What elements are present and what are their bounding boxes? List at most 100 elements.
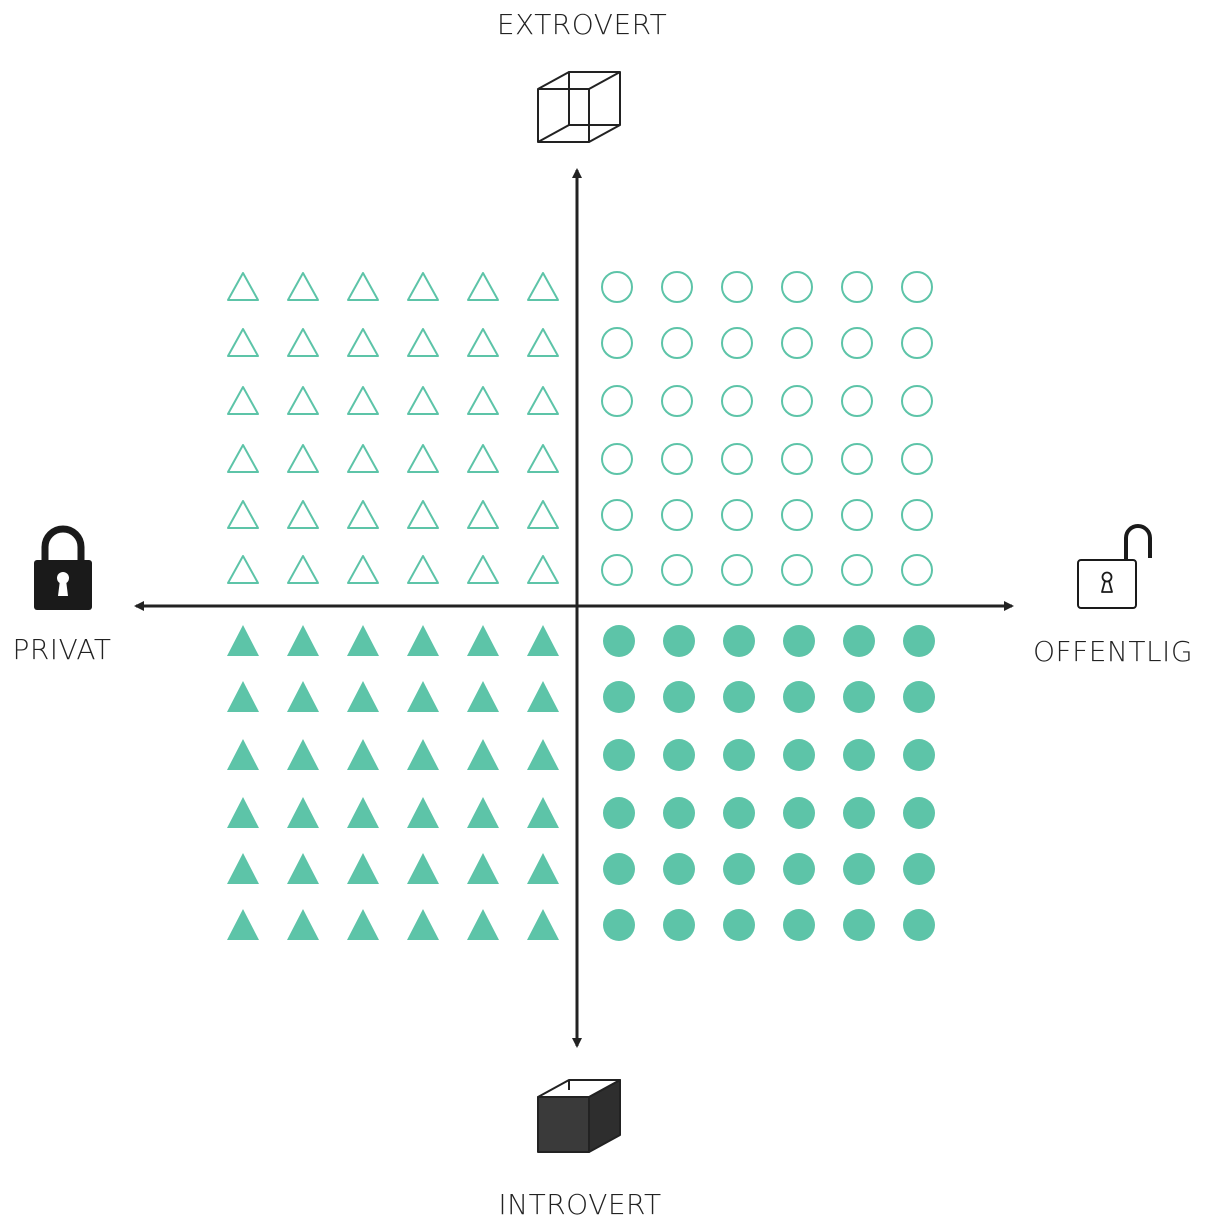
outline-triangle-icon xyxy=(527,555,559,584)
filled-triangle-icon xyxy=(527,625,559,656)
filled-triangle-icon xyxy=(467,797,499,828)
filled-circle-icon xyxy=(903,909,935,941)
filled-circle-icon xyxy=(843,797,875,829)
filled-circle-icon xyxy=(663,625,695,657)
filled-circle-icon xyxy=(903,739,935,771)
label-introvert: INTROVERT xyxy=(498,1188,661,1221)
filled-triangle-icon xyxy=(527,909,559,940)
outline-circle-icon xyxy=(661,499,693,531)
offentlig-extrovert-quadrant xyxy=(601,271,933,586)
outline-circle-icon xyxy=(841,385,873,417)
outline-circle-icon xyxy=(841,554,873,586)
outline-triangle-icon xyxy=(527,328,559,357)
filled-triangle-icon xyxy=(347,625,379,656)
filled-circle-icon xyxy=(903,681,935,713)
outline-triangle-icon xyxy=(227,272,259,301)
outline-circle-icon xyxy=(721,327,753,359)
filled-triangle-icon xyxy=(287,909,319,940)
filled-triangle-icon xyxy=(347,739,379,770)
filled-circle-icon xyxy=(663,853,695,885)
filled-circle-icon xyxy=(843,625,875,657)
open-padlock-icon xyxy=(1077,524,1152,609)
outline-triangle-icon xyxy=(467,386,499,415)
outline-circle-icon xyxy=(781,271,813,303)
outline-triangle-icon xyxy=(467,328,499,357)
filled-triangle-icon xyxy=(227,681,259,712)
outline-triangle-icon xyxy=(227,555,259,584)
outline-triangle-icon xyxy=(287,555,319,584)
outline-circle-icon xyxy=(901,443,933,475)
outline-circle-icon xyxy=(601,554,633,586)
filled-circle-icon xyxy=(723,739,755,771)
outline-triangle-icon xyxy=(287,272,319,301)
outline-triangle-icon xyxy=(347,272,379,301)
outline-circle-icon xyxy=(721,385,753,417)
filled-triangle-icon xyxy=(527,739,559,770)
filled-circle-icon xyxy=(843,853,875,885)
filled-triangle-icon xyxy=(347,681,379,712)
outline-triangle-icon xyxy=(227,328,259,357)
privat-introvert-quadrant xyxy=(227,625,559,940)
outline-circle-icon xyxy=(781,499,813,531)
filled-triangle-icon xyxy=(527,797,559,828)
filled-triangle-icon xyxy=(227,625,259,656)
filled-circle-icon xyxy=(843,909,875,941)
filled-triangle-icon xyxy=(407,853,439,884)
outline-triangle-icon xyxy=(227,386,259,415)
outline-triangle-icon xyxy=(227,444,259,473)
filled-circle-icon xyxy=(723,797,755,829)
filled-circle-icon xyxy=(603,739,635,771)
outline-circle-icon xyxy=(841,443,873,475)
wireframe-cube-icon xyxy=(537,71,621,143)
outline-circle-icon xyxy=(601,271,633,303)
outline-circle-icon xyxy=(601,385,633,417)
filled-circle-icon xyxy=(603,909,635,941)
filled-triangle-icon xyxy=(407,681,439,712)
outline-circle-icon xyxy=(721,499,753,531)
outline-circle-icon xyxy=(901,327,933,359)
outline-circle-icon xyxy=(601,443,633,475)
filled-circle-icon xyxy=(903,625,935,657)
outline-triangle-icon xyxy=(347,555,379,584)
filled-circle-icon xyxy=(783,625,815,657)
outline-circle-icon xyxy=(721,443,753,475)
outline-triangle-icon xyxy=(407,444,439,473)
outline-circle-icon xyxy=(841,271,873,303)
outline-circle-icon xyxy=(901,271,933,303)
outline-triangle-icon xyxy=(347,386,379,415)
label-privat: PRIVAT xyxy=(12,633,111,666)
outline-circle-icon xyxy=(901,385,933,417)
closed-padlock-icon xyxy=(34,525,92,610)
filled-circle-icon xyxy=(783,909,815,941)
filled-circle-icon xyxy=(723,681,755,713)
filled-circle-icon xyxy=(783,853,815,885)
outline-triangle-icon xyxy=(467,272,499,301)
outline-triangle-icon xyxy=(287,444,319,473)
outline-circle-icon xyxy=(901,499,933,531)
outline-circle-icon xyxy=(901,554,933,586)
filled-triangle-icon xyxy=(467,853,499,884)
outline-circle-icon xyxy=(661,554,693,586)
outline-triangle-icon xyxy=(527,386,559,415)
outline-circle-icon xyxy=(721,554,753,586)
outline-triangle-icon xyxy=(467,555,499,584)
filled-triangle-icon xyxy=(467,625,499,656)
filled-triangle-icon xyxy=(527,853,559,884)
filled-circle-icon xyxy=(603,853,635,885)
outline-triangle-icon xyxy=(467,444,499,473)
outline-circle-icon xyxy=(661,385,693,417)
filled-triangle-icon xyxy=(287,797,319,828)
filled-circle-icon xyxy=(723,625,755,657)
filled-circle-icon xyxy=(783,739,815,771)
outline-triangle-icon xyxy=(287,386,319,415)
outline-triangle-icon xyxy=(527,444,559,473)
outline-circle-icon xyxy=(661,443,693,475)
outline-triangle-icon xyxy=(527,500,559,529)
filled-circle-icon xyxy=(663,909,695,941)
outline-circle-icon xyxy=(781,554,813,586)
filled-circle-icon xyxy=(663,681,695,713)
filled-triangle-icon xyxy=(467,739,499,770)
outline-triangle-icon xyxy=(407,328,439,357)
filled-circle-icon xyxy=(843,739,875,771)
